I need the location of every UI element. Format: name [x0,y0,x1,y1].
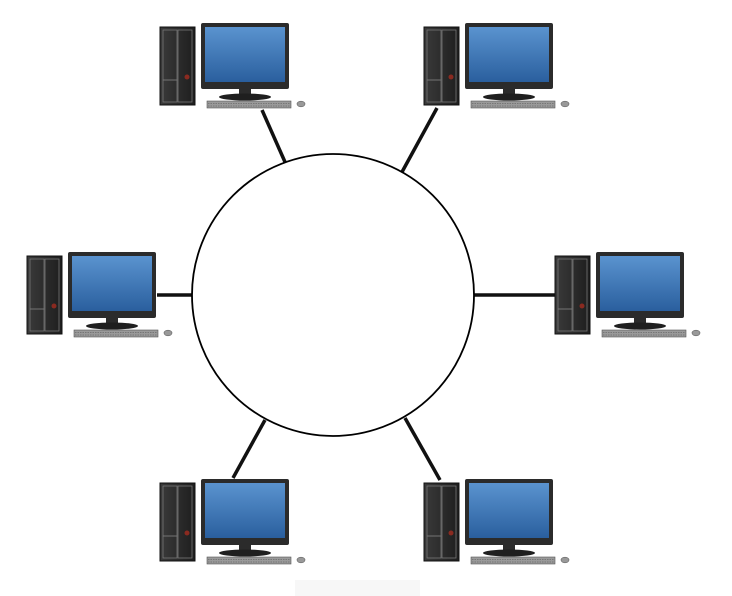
computer-bottom-left [159,478,306,565]
link-top-right [400,107,439,173]
link-bottom-right [403,417,442,481]
computer-bottom-right [423,478,570,565]
computer-top-left [159,22,306,109]
computer-left [26,251,173,338]
computer-top-right [423,22,570,109]
faint-box [295,580,420,596]
computer-right [554,251,701,338]
link-bottom-left [231,419,267,479]
link-top-left [260,109,287,163]
ring [191,153,475,437]
